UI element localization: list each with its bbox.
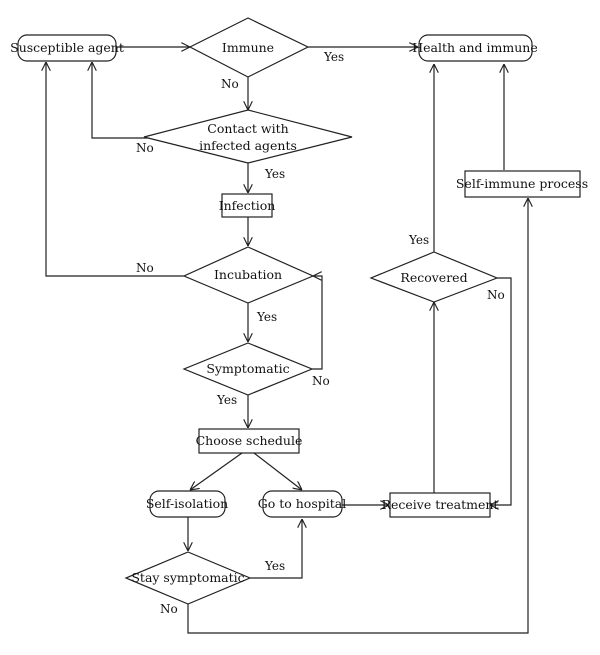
node-receive-treatment	[389, 492, 491, 518]
edge-recovered-to-treatment	[490, 277, 512, 505]
edge-symptomatic-to-incubation	[312, 276, 323, 370]
edge-stay-to-hospital	[250, 519, 302, 579]
node-stay-symptomatic-label: Stay symptomatic	[131, 570, 244, 585]
label-contact-no: No	[136, 141, 154, 155]
edge-contact-to-susceptible	[92, 62, 192, 139]
label-symptomatic-yes: Yes	[216, 393, 237, 407]
edges	[46, 47, 528, 634]
node-stay-symptomatic	[124, 551, 252, 605]
node-immune-label: Immune	[222, 40, 274, 55]
node-self-isolation-label: Self-isolation	[146, 496, 228, 511]
node-incubation	[182, 246, 315, 304]
label-recovered-yes: Yes	[408, 233, 429, 247]
label-symptomatic-no: No	[312, 374, 330, 388]
label-incubation-no: No	[136, 261, 154, 275]
node-choose-schedule	[198, 428, 300, 454]
node-go-to-hospital	[262, 490, 343, 518]
node-self-immune-process-label: Self-immune process	[456, 176, 588, 191]
edge-choose-to-isolation	[190, 452, 243, 490]
node-choose-schedule-label: Choose schedule	[196, 433, 303, 448]
node-health-immune	[418, 34, 533, 62]
node-contact-infected-label-1: Contact with	[207, 121, 288, 136]
label-immune-no: No	[221, 77, 239, 91]
node-self-immune-process	[464, 170, 581, 198]
node-infection	[221, 193, 273, 218]
node-susceptible-agent-label: Susceptible agent	[10, 40, 124, 55]
label-stay-yes: Yes	[264, 559, 285, 573]
node-immune	[188, 17, 310, 78]
label-stay-no: No	[160, 602, 178, 616]
node-go-to-hospital-label: Go to hospital	[258, 496, 346, 511]
nodes: Susceptible agent Immune Health and immu…	[10, 17, 588, 605]
node-receive-treatment-label: Receive treatment	[382, 497, 499, 512]
edge-labels: Yes No No Yes No Yes No Yes Yes No Yes N…	[136, 50, 505, 616]
node-self-isolation	[149, 490, 226, 518]
node-recovered-label: Recovered	[400, 270, 467, 285]
node-infection-label: Infection	[219, 198, 276, 213]
node-recovered	[369, 251, 499, 303]
node-incubation-label: Incubation	[214, 267, 282, 282]
node-health-immune-label: Health and immune	[412, 40, 537, 55]
node-symptomatic	[182, 342, 314, 396]
label-incubation-yes: Yes	[256, 310, 277, 324]
label-immune-yes: Yes	[323, 50, 344, 64]
label-contact-yes: Yes	[264, 167, 285, 181]
edge-stay-to-selfimmune	[187, 198, 528, 634]
edge-incubation-to-susceptible	[46, 62, 184, 277]
node-susceptible-agent	[17, 34, 117, 62]
label-recovered-no: No	[487, 288, 505, 302]
edge-choose-to-hospital	[253, 452, 302, 490]
node-contact-infected-label-2: infected agents	[199, 138, 297, 153]
node-symptomatic-label: Symptomatic	[206, 361, 289, 376]
node-contact-infected	[143, 109, 353, 164]
